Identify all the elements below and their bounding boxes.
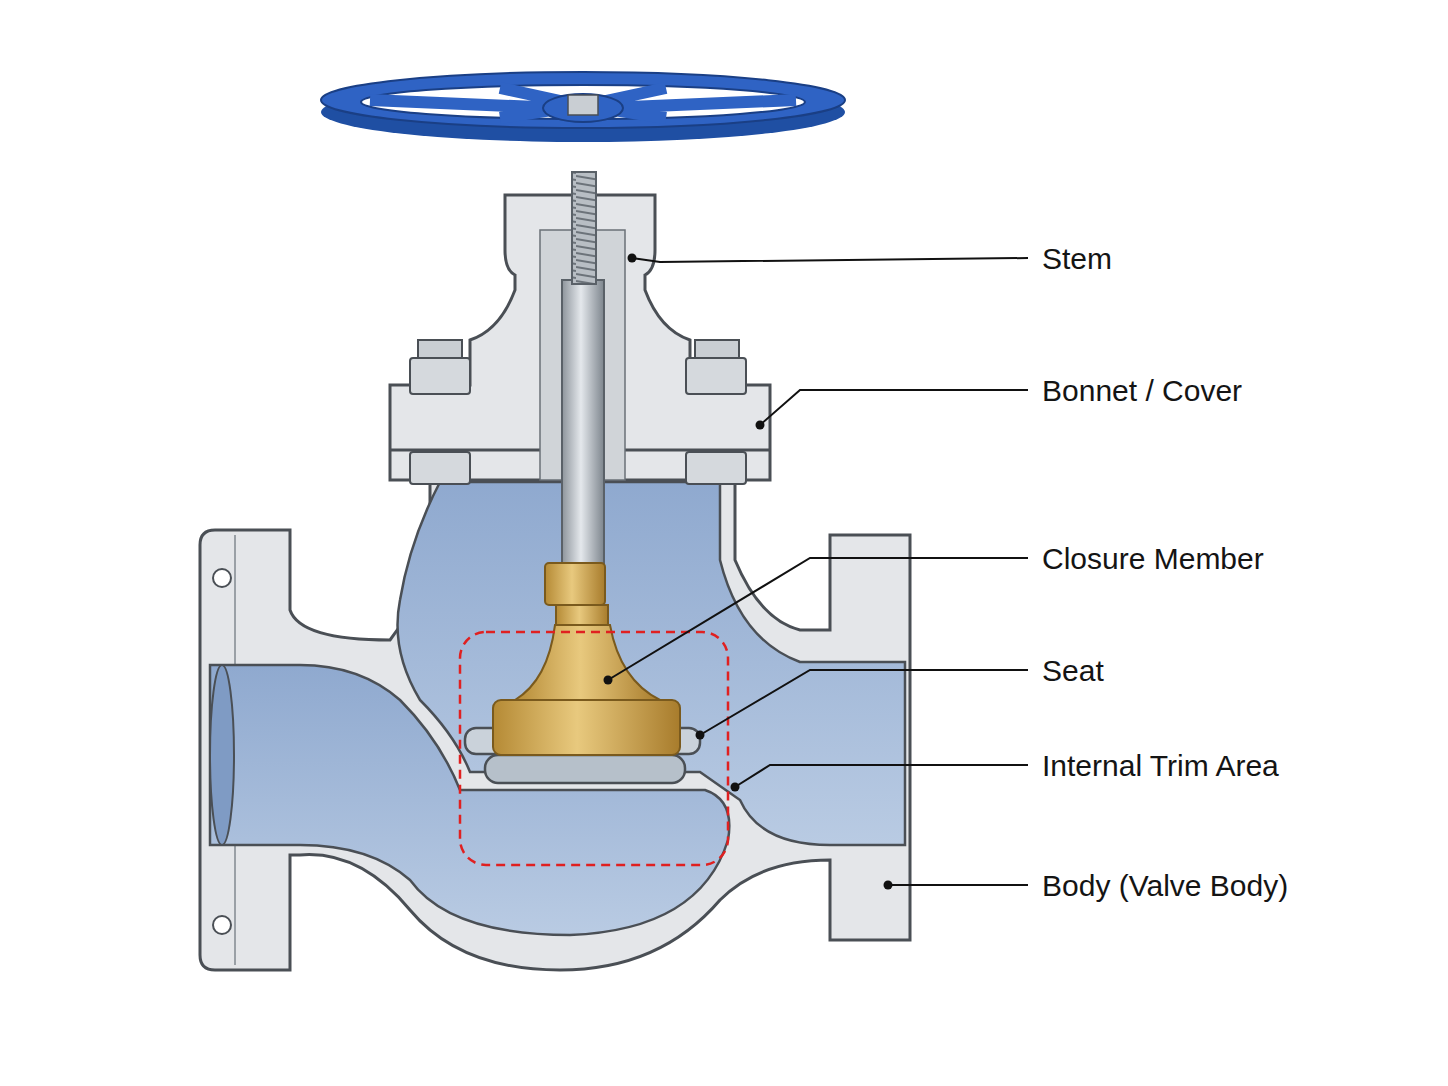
part-label: Body (Valve Body) xyxy=(1042,869,1288,902)
part-label: Closure Member xyxy=(1042,542,1264,575)
part-label: Stem xyxy=(1042,242,1112,275)
part-label: Internal Trim Area xyxy=(1042,749,1279,782)
part-label: Seat xyxy=(1042,654,1104,687)
part-label: Bonnet / Cover xyxy=(1042,374,1242,407)
